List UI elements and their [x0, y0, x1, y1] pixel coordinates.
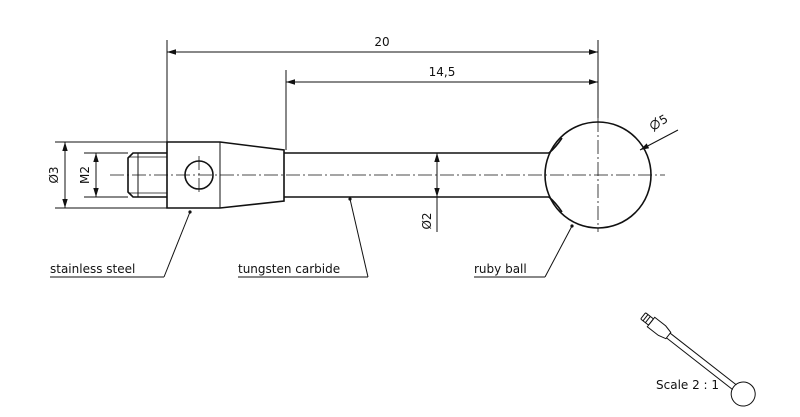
- ball-diameter-dimension: 5: [639, 112, 679, 151]
- ruby-ball-label: ruby ball: [474, 262, 527, 276]
- stem-diameter-dimension: Ø2: [420, 153, 440, 232]
- overall-length-dimension: 20: [166, 35, 599, 142]
- body-diameter-label: Ø3: [47, 166, 61, 183]
- diameter-symbol: [650, 119, 660, 130]
- ruby-ball: [544, 118, 652, 232]
- ruby-ball-callout: ruby ball: [474, 224, 574, 278]
- stem-length-dimension: 14,5: [285, 65, 598, 150]
- scale-note: Scale 2 : 1: [656, 378, 719, 392]
- threaded-tip: [127, 152, 167, 198]
- stem-length-label: 14,5: [429, 65, 456, 79]
- thread-dimension: M2: [78, 152, 128, 198]
- stylus-preview: [640, 312, 756, 407]
- stainless-steel-label: stainless steel: [50, 262, 135, 276]
- carbide-stem: [284, 152, 549, 198]
- stainless-steel-callout: stainless steel: [50, 210, 192, 278]
- tungsten-carbide-callout: tungsten carbide: [238, 197, 369, 278]
- stem-diameter-label: Ø2: [420, 212, 434, 229]
- thread-label: M2: [78, 166, 92, 184]
- tungsten-carbide-label: tungsten carbide: [238, 262, 340, 276]
- body-diameter-dimension: Ø3: [47, 141, 167, 209]
- overall-length-label: 20: [374, 35, 389, 49]
